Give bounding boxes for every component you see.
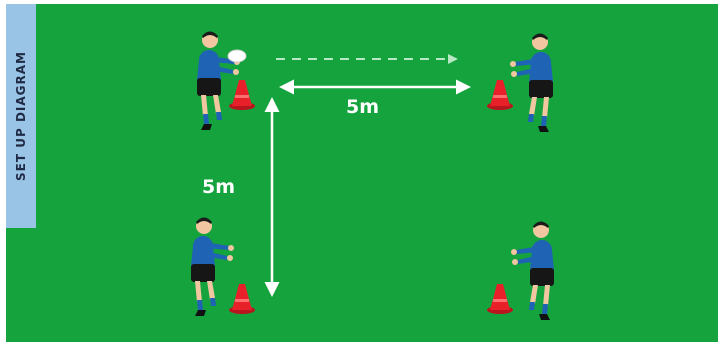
vertical-distance-label: 5m	[202, 176, 236, 198]
player-top-left	[197, 31, 247, 130]
rugby-ball-icon	[227, 49, 247, 63]
side-tab-label: SET UP DIAGRAM	[14, 51, 28, 181]
field-background	[6, 4, 718, 342]
horizontal-distance-label: 5m	[346, 96, 380, 118]
side-tab	[6, 4, 36, 228]
playing-field	[6, 4, 718, 342]
